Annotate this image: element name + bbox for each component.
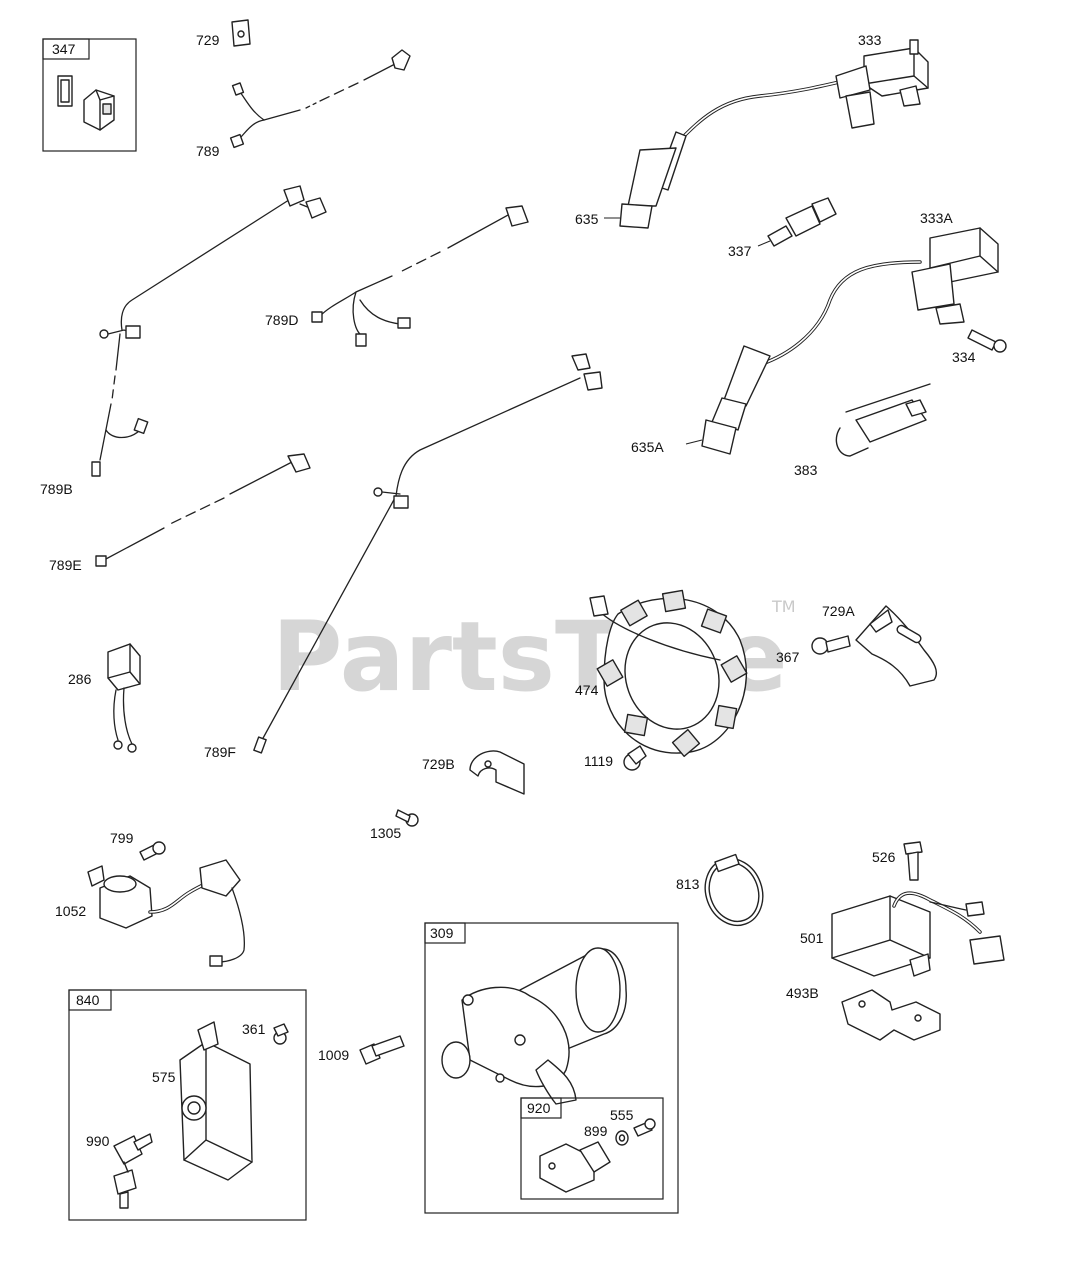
label-899: 899 <box>584 1123 608 1139</box>
part-635A-plug-boot[interactable] <box>685 345 771 455</box>
label-347: 347 <box>52 41 76 57</box>
box-920 <box>520 1097 664 1200</box>
label-334: 334 <box>952 349 976 365</box>
part-493B-bracket[interactable] <box>841 989 941 1041</box>
part-729-clip[interactable] <box>231 19 251 47</box>
part-635-plug-boot[interactable] <box>604 131 687 229</box>
part-337-spark-plug[interactable] <box>757 197 837 247</box>
label-337: 337 <box>728 243 752 259</box>
label-1009: 1009 <box>318 1047 349 1063</box>
label-990: 990 <box>86 1133 110 1149</box>
part-789E-wire[interactable] <box>95 453 311 567</box>
part-729B-clamp[interactable] <box>469 750 525 795</box>
part-575-switch-housing[interactable] <box>179 1021 253 1181</box>
part-1305-screw[interactable] <box>395 809 419 827</box>
label-1119: 1119 <box>584 753 613 769</box>
label-309: 309 <box>430 925 454 941</box>
box-309 <box>424 922 679 1214</box>
label-789F: 789F <box>204 744 236 760</box>
part-1009-bolt[interactable] <box>359 1035 405 1065</box>
label-333: 333 <box>858 32 882 48</box>
part-309-starter-motor[interactable] <box>441 947 627 1105</box>
label-1052: 1052 <box>55 903 86 919</box>
part-286-module[interactable] <box>107 643 141 753</box>
label-789E: 789E <box>49 557 82 573</box>
label-526: 526 <box>872 849 896 865</box>
label-1305: 1305 <box>370 825 401 841</box>
label-789B: 789B <box>40 481 73 497</box>
box-840 <box>68 989 307 1221</box>
label-367: 367 <box>776 649 800 665</box>
part-333A-ignition-coil[interactable] <box>738 227 999 372</box>
label-729: 729 <box>196 32 220 48</box>
part-383-plug-wrench[interactable] <box>835 383 931 457</box>
part-789F-harness[interactable] <box>253 353 603 754</box>
label-840: 840 <box>76 992 100 1008</box>
label-789D: 789D <box>265 312 298 328</box>
part-501-regulator[interactable] <box>831 891 1005 977</box>
label-333A: 333A <box>920 210 953 226</box>
part-799-screw[interactable] <box>139 841 166 861</box>
part-555-screw[interactable] <box>633 1118 656 1137</box>
label-729A: 729A <box>822 603 855 619</box>
label-286: 286 <box>68 671 92 687</box>
label-729B: 729B <box>422 756 455 772</box>
label-920: 920 <box>527 1100 551 1116</box>
part-526-screw[interactable] <box>903 841 923 881</box>
label-813: 813 <box>676 876 700 892</box>
part-789B-harness[interactable] <box>91 185 327 477</box>
label-555: 555 <box>610 1107 634 1123</box>
label-635: 635 <box>575 211 599 227</box>
part-729A-bracket[interactable] <box>855 605 938 687</box>
part-789D-harness[interactable] <box>311 205 529 347</box>
part-1052-key-switch[interactable] <box>87 859 246 967</box>
label-635A: 635A <box>631 439 664 455</box>
part-899-washer[interactable] <box>615 1130 629 1146</box>
part-333-ignition-coil[interactable] <box>678 39 929 142</box>
part-334-screw[interactable] <box>967 329 1007 353</box>
label-361: 361 <box>242 1021 266 1037</box>
part-789-wire[interactable] <box>229 49 411 149</box>
part-920-solenoid[interactable] <box>539 1141 611 1193</box>
part-367-screw[interactable] <box>811 635 851 655</box>
part-1119-screw[interactable] <box>623 745 647 771</box>
label-789: 789 <box>196 143 220 159</box>
part-813-hose-clamp[interactable] <box>696 850 772 933</box>
label-474: 474 <box>575 682 599 698</box>
part-990-keys[interactable] <box>113 1133 153 1209</box>
label-799: 799 <box>110 830 134 846</box>
label-493B: 493B <box>786 985 819 1001</box>
label-501: 501 <box>800 930 824 946</box>
label-383: 383 <box>794 462 818 478</box>
part-361-nut[interactable] <box>273 1023 289 1045</box>
part-347-switch[interactable] <box>42 38 137 152</box>
part-474-stator[interactable] <box>589 589 748 758</box>
watermark-tm: TM <box>771 597 796 616</box>
label-575: 575 <box>152 1069 176 1085</box>
